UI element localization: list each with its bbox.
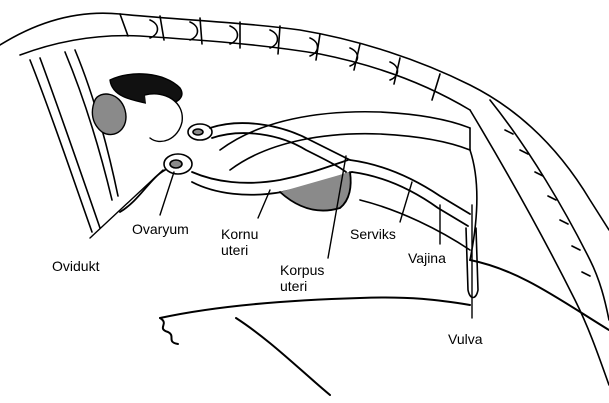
tail <box>470 100 609 385</box>
ovaryum-text: Ovaryum <box>132 221 189 237</box>
label-serviks: Serviks <box>350 226 396 242</box>
label-ovaryum: Ovaryum <box>132 221 189 237</box>
vajina-text: Vajina <box>408 250 446 266</box>
label-ovidukt: Ovidukt <box>52 258 99 274</box>
body-outline <box>160 260 609 395</box>
label-vulva: Vulva <box>448 331 483 347</box>
kidneys <box>92 74 182 142</box>
korpus-line2-text: uteri <box>280 278 324 294</box>
ribs <box>30 50 118 232</box>
vulva-text: Vulva <box>448 331 483 347</box>
label-vajina: Vajina <box>408 250 446 266</box>
bladder <box>360 150 478 298</box>
ovidukt-text: Ovidukt <box>52 258 99 274</box>
serviks-text: Serviks <box>350 226 396 242</box>
label-kornu-uteri: Kornu uteri <box>221 226 258 258</box>
label-korpus-uteri: Korpus uteri <box>280 262 324 294</box>
kornu-line1-text: Kornu <box>221 226 258 242</box>
korpus-line1-text: Korpus <box>280 262 324 278</box>
kornu-line2-text: uteri <box>221 242 258 258</box>
